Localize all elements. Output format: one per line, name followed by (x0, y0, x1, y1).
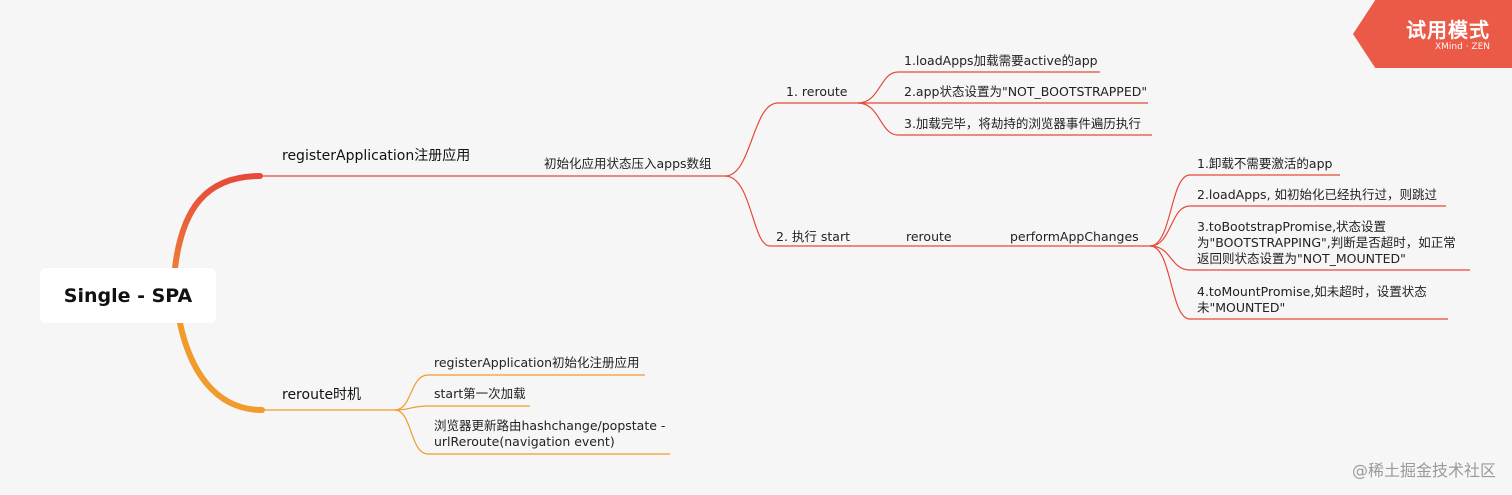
node-reroute-item-3[interactable]: 3.加载完毕，将劫持的浏览器事件遍历执行 (904, 116, 1141, 131)
brand-label: XMind · ZEN (1434, 42, 1490, 52)
node-perform-item-1[interactable]: 1.卸载不需要激活的app (1197, 156, 1333, 171)
watermark-text: @稀土掘金技术社区 (1351, 461, 1496, 480)
node-perform-item-2[interactable]: 2.loadApps, 如初始化已经执行过，则跳过 (1197, 187, 1438, 202)
node-timing-item-2[interactable]: start第一次加载 (434, 386, 526, 401)
node-timing-item-3[interactable]: 浏览器更新路由hashchange/popstate - urlReroute(… (434, 418, 666, 449)
connector-root-branch1 (172, 173, 263, 271)
trial-mode-label: 试用模式 (1406, 18, 1490, 42)
node-reroute-item-1[interactable]: 1.loadApps加载需要active的app (904, 53, 1098, 68)
node-perform-item-4[interactable]: 4.toMountPromise,如未超时，设置状态未"MOUNTED" (1197, 284, 1427, 315)
trial-mode-badge: 试用模式 XMind · ZEN (1353, 0, 1512, 68)
node-perform-item-3[interactable]: 3.toBootstrapPromise,状态设置为"BOOTSTRAPPING… (1197, 219, 1456, 266)
node-start-reroute[interactable]: reroute (906, 229, 952, 244)
node-reroute[interactable]: 1. reroute (786, 84, 848, 99)
node-init-app-state[interactable]: 初始化应用状态压入apps数组 (544, 156, 712, 171)
root-node[interactable]: Single - SPA (40, 268, 216, 323)
connector-root-branch2 (177, 320, 265, 413)
node-start[interactable]: 2. 执行 start (776, 229, 850, 244)
node-timing-item-1[interactable]: registerApplication初始化注册应用 (434, 355, 640, 370)
node-reroute-item-2[interactable]: 2.app状态设置为"NOT_BOOTSTRAPPED" (904, 84, 1148, 99)
branch-reroute-timing[interactable]: reroute时机 (282, 387, 362, 403)
branch-register-application[interactable]: registerApplication注册应用 (282, 148, 471, 164)
node-perform-app-changes[interactable]: performAppChanges (1010, 229, 1139, 244)
